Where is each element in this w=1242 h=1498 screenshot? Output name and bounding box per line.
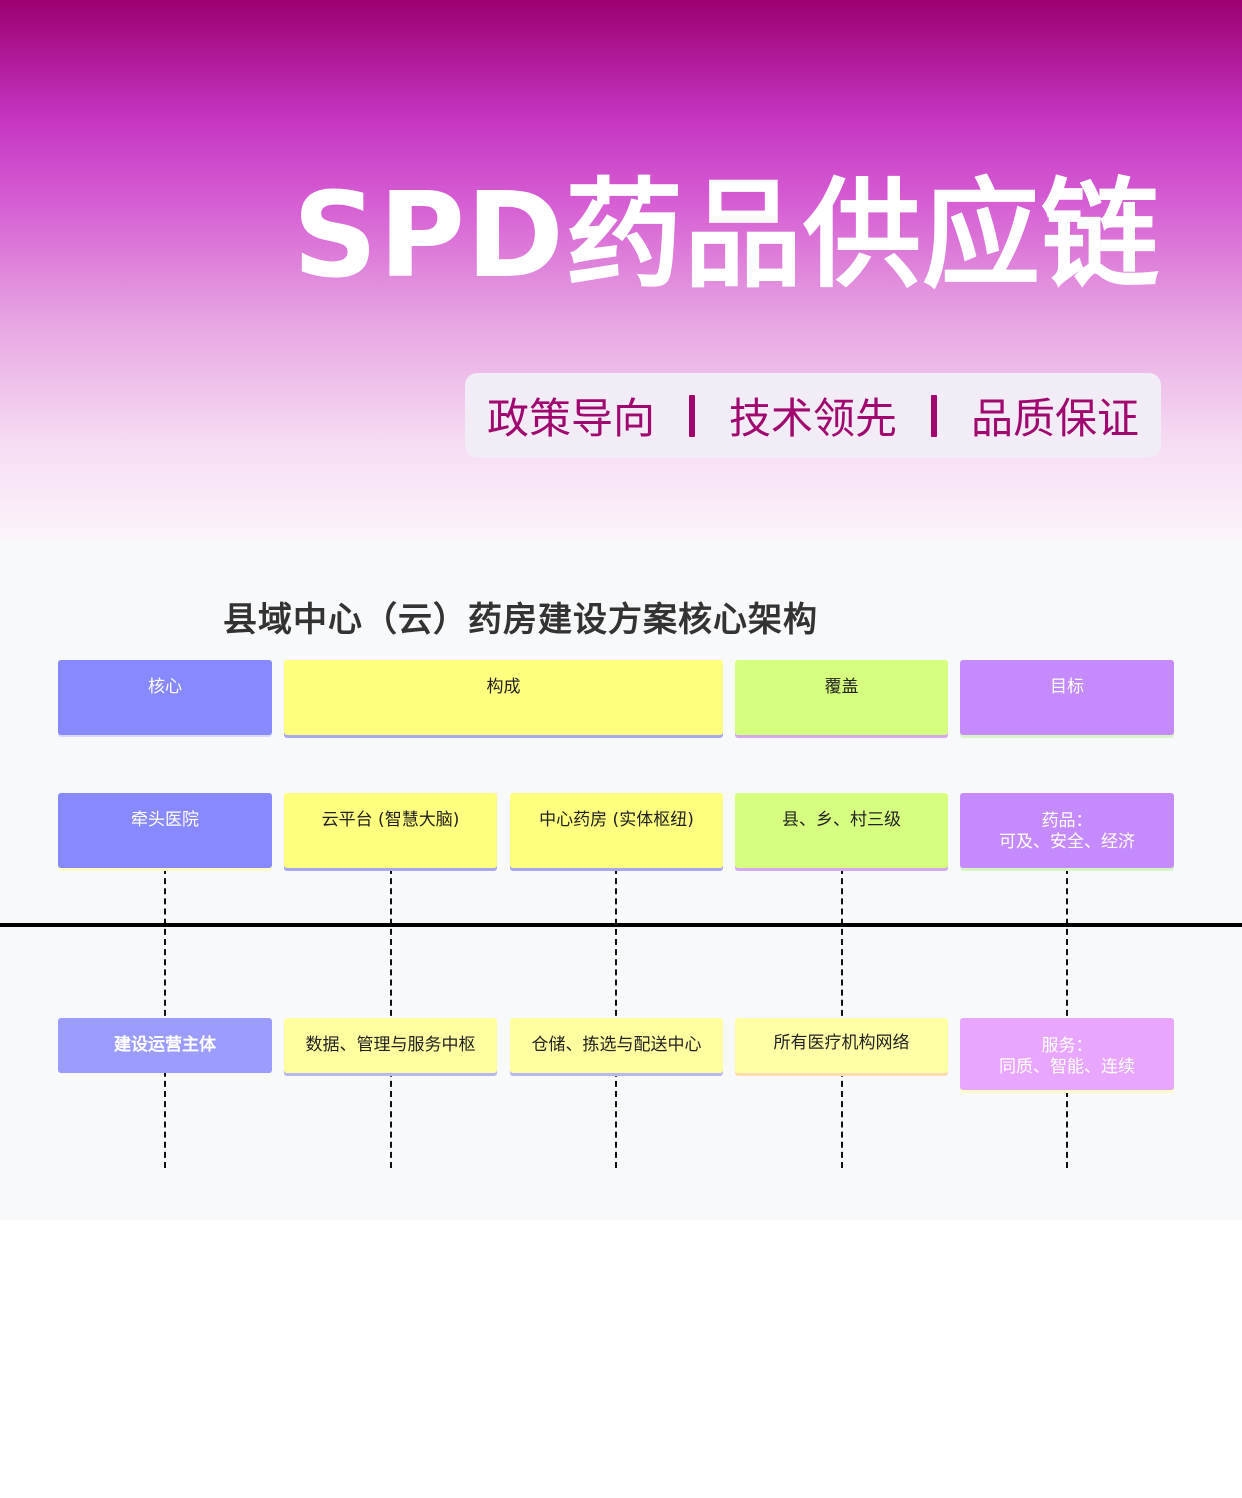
- divider-line: [0, 923, 1242, 927]
- box-lead-hospital: 牵头医院: [58, 793, 272, 868]
- header-goal: 目标: [960, 660, 1174, 735]
- box-central-pharmacy: 中心药房 (实体枢纽): [510, 793, 723, 868]
- header-core: 核心: [58, 660, 272, 735]
- box-three-levels: 县、乡、村三级: [735, 793, 948, 868]
- tagline-separator: [688, 394, 695, 437]
- box-operator: 建设运营主体: [58, 1018, 272, 1073]
- box-warehouse: 仓储、拣选与配送中心: [510, 1018, 723, 1073]
- architecture-diagram: 县域中心（云）药房建设方案核心架构 核心 构成 覆盖 目标 牵头医院 云平台 (…: [0, 540, 1242, 1220]
- box-data-hub: 数据、管理与服务中枢: [284, 1018, 497, 1073]
- tagline-policy: 政策导向: [486, 394, 655, 443]
- hero-banner: SPD药品供应链 政策导向 技术领先 品质保证: [0, 0, 1242, 540]
- tagline-quality: 品质保证: [971, 394, 1140, 443]
- tagline-bar: 政策导向 技术领先 品质保证: [465, 373, 1161, 458]
- tagline-separator: [931, 394, 937, 437]
- diagram-title: 县域中心（云）药房建设方案核心架构: [223, 600, 818, 640]
- header-coverage: 覆盖: [735, 660, 948, 735]
- header-composition: 构成: [284, 660, 723, 735]
- tagline-technology: 技术领先: [728, 394, 897, 443]
- box-cloud-platform: 云平台 (智慧大脑): [284, 793, 497, 868]
- box-service-goal: 服务： 同质、智能、连续: [960, 1018, 1174, 1090]
- box-drug-goal: 药品： 可及、安全、经济: [960, 793, 1174, 868]
- hero-title: SPD药品供应链: [292, 166, 1160, 304]
- box-network: 所有医疗机构网络: [735, 1018, 948, 1073]
